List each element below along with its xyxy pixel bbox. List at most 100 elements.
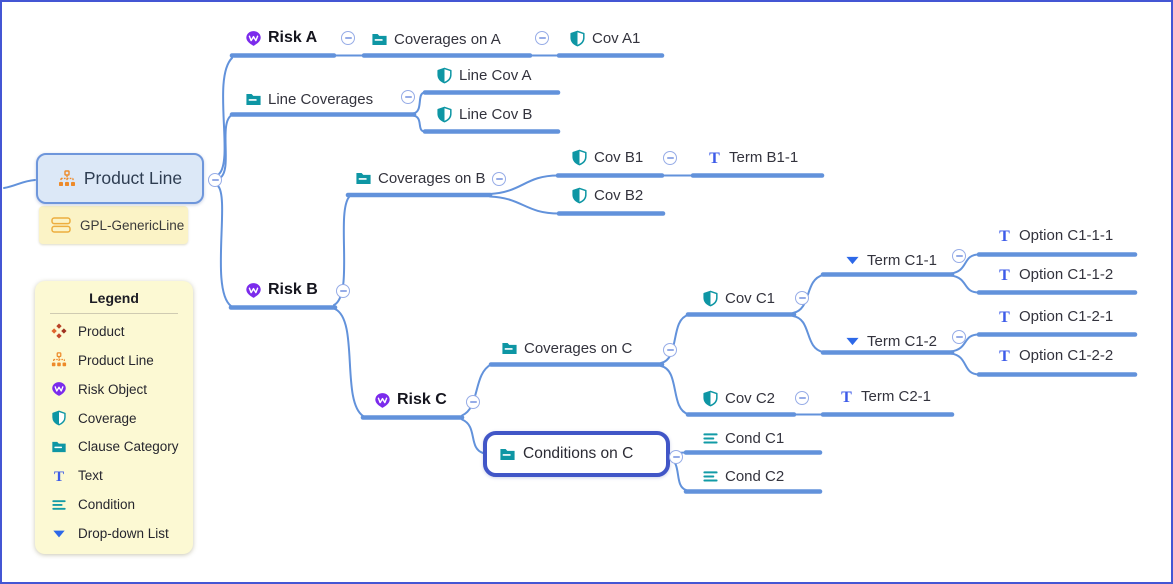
node-label: Option C1-2-1 — [1019, 307, 1114, 325]
node-option-c1-2-1[interactable]: T Option C1-2-1 — [996, 306, 1113, 326]
connector-curve — [950, 333, 980, 353]
node-label: Cov C2 — [725, 389, 776, 407]
text-icon: T — [51, 468, 67, 484]
generic-line-tag[interactable]: GPL-GenericLine — [39, 206, 188, 244]
node-cov-c2[interactable]: Cov C2 — [702, 388, 775, 408]
legend-item-label: Drop-down List — [78, 526, 169, 542]
svg-text:T: T — [999, 266, 1010, 282]
collapse-button-cov-b1[interactable] — [663, 151, 677, 165]
collapse-button-conditions-on-c[interactable] — [669, 450, 683, 464]
legend-item-label: Text — [78, 468, 103, 484]
tag-icon — [51, 217, 71, 233]
risk-object-icon — [245, 30, 262, 47]
node-risk-a[interactable]: Risk A — [245, 28, 317, 48]
clause-category-icon — [51, 439, 67, 455]
product-line-icon — [58, 169, 76, 188]
clause-category-icon — [499, 446, 516, 463]
node-line-coverages[interactable]: Line Coverages — [245, 89, 373, 109]
coverage-icon — [436, 67, 453, 84]
root-node-label: Product Line — [83, 168, 183, 188]
text-icon: T — [996, 266, 1013, 282]
collapse-button-cov-c2[interactable] — [795, 391, 809, 405]
collapse-button-term-c1-2[interactable] — [952, 330, 966, 344]
collapse-button-coverages-on-b[interactable] — [492, 172, 506, 186]
node-label: Cond C1 — [725, 429, 785, 447]
node-risk-b[interactable]: Risk B — [245, 280, 318, 300]
connector-curve — [333, 196, 350, 306]
svg-text:T: T — [54, 469, 64, 484]
text-icon: T — [706, 149, 723, 165]
collapse-button-coverages-on-a[interactable] — [535, 31, 549, 45]
connector-curve — [660, 365, 689, 415]
coverage-icon — [702, 390, 719, 407]
collapse-button-line-coverages[interactable] — [401, 90, 415, 104]
node-term-c1-1[interactable]: Term C1-1 — [844, 250, 937, 270]
dropdown-icon — [51, 526, 67, 542]
node-label: Coverages on A — [394, 30, 501, 48]
node-risk-c[interactable]: Risk C — [374, 390, 447, 410]
connector-curve — [3, 179, 36, 189]
legend-item-text: T Text — [35, 461, 193, 490]
node-coverages-on-b[interactable]: Coverages on B — [355, 168, 486, 188]
node-label: Coverages on C — [524, 339, 633, 357]
collapse-button-risk-b[interactable] — [336, 284, 350, 298]
svg-text:T: T — [999, 347, 1010, 363]
coverage-icon — [569, 30, 586, 47]
collapse-button-coverages-on-c[interactable] — [663, 343, 677, 357]
legend-item-risk-object: Risk Object — [35, 375, 193, 404]
node-cov-a1[interactable]: Cov A1 — [569, 28, 640, 48]
text-icon: T — [838, 388, 855, 404]
legend-item-condition: Condition — [35, 490, 193, 519]
risk-object-icon — [374, 392, 391, 409]
node-coverages-on-a[interactable]: Coverages on A — [371, 29, 501, 49]
node-conditions-on-c[interactable]: Conditions on C — [483, 431, 670, 477]
node-label: Term C2-1 — [861, 387, 932, 405]
node-line-cov-b[interactable]: Line Cov B — [436, 104, 532, 124]
node-product-line[interactable]: Product Line — [36, 153, 204, 204]
node-label: Cov A1 — [592, 29, 641, 47]
node-label: Cov B1 — [594, 148, 644, 166]
node-label: Term C1-2 — [867, 332, 938, 350]
node-label: Line Coverages — [268, 90, 374, 108]
node-option-c1-1-2[interactable]: T Option C1-1-2 — [996, 264, 1113, 284]
node-cov-c1[interactable]: Cov C1 — [702, 288, 775, 308]
node-term-c1-2[interactable]: Term C1-2 — [844, 331, 937, 351]
node-line-cov-a[interactable]: Line Cov A — [436, 65, 532, 85]
connector-curve — [660, 314, 689, 364]
node-label: Line Cov B — [459, 105, 533, 123]
connector-curve — [950, 352, 980, 376]
collapse-button-risk-c[interactable] — [466, 395, 480, 409]
collapse-button-cov-c1[interactable] — [795, 291, 809, 305]
node-term-b1-1[interactable]: T Term B1-1 — [706, 147, 798, 167]
svg-text:T: T — [999, 308, 1010, 324]
node-cov-b1[interactable]: Cov B1 — [571, 147, 643, 167]
legend-item-product-line: Product Line — [35, 346, 193, 375]
risk-object-icon — [245, 282, 262, 299]
text-icon: T — [996, 347, 1013, 363]
legend-item-label: Product Line — [78, 352, 154, 368]
collapse-button-risk-a[interactable] — [341, 31, 355, 45]
node-label: Option C1-1-2 — [1019, 265, 1114, 283]
coverage-icon — [436, 106, 453, 123]
clause-category-icon — [501, 340, 518, 357]
legend-item-label: Risk Object — [78, 381, 148, 397]
node-cond-c2[interactable]: Cond C2 — [702, 466, 784, 486]
node-cond-c1[interactable]: Cond C1 — [702, 428, 784, 448]
collapse-button-term-c1-1[interactable] — [952, 249, 966, 263]
svg-text:T: T — [841, 388, 852, 404]
collapse-button-product-line[interactable] — [208, 173, 222, 187]
node-term-c2-1[interactable]: T Term C2-1 — [838, 386, 931, 406]
risk-object-icon — [51, 381, 67, 397]
node-label: Conditions on C — [523, 445, 634, 462]
node-coverages-on-c[interactable]: Coverages on C — [501, 338, 632, 358]
clause-category-icon — [245, 91, 262, 108]
condition-icon — [702, 430, 719, 447]
product-line-icon — [51, 352, 67, 368]
node-label: Term B1-1 — [729, 148, 799, 166]
node-cov-b2[interactable]: Cov B2 — [571, 185, 643, 205]
